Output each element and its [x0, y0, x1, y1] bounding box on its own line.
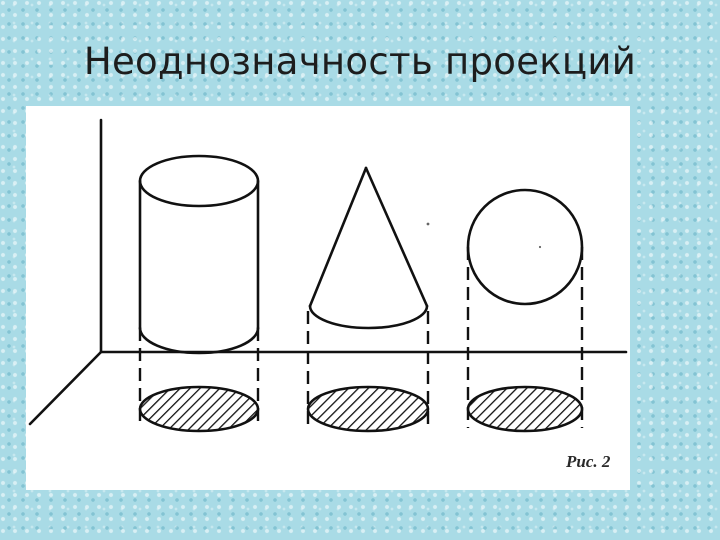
cylinder-projection — [138, 385, 260, 433]
projection-drawing — [28, 118, 628, 433]
cone-projection — [306, 385, 430, 433]
depth-axis — [28, 350, 103, 426]
cylinder-shape — [138, 154, 260, 355]
slide-title: Неоднозначность проекций — [83, 40, 637, 83]
figure-caption: Рис. 2 — [566, 452, 611, 471]
sphere-shape — [466, 188, 584, 306]
cone-shape — [308, 166, 429, 330]
projection-figure: Рис. 2 — [26, 106, 630, 490]
sphere-projection — [466, 385, 584, 433]
